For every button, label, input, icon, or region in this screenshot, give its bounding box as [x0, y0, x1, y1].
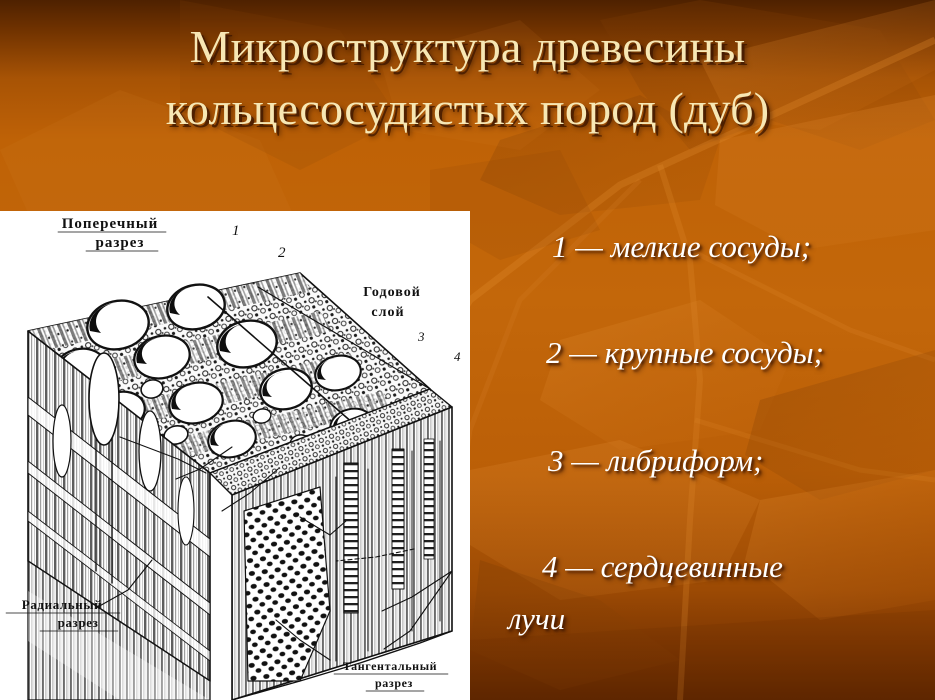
title-line-2: кольцесосудистых пород (дуб) [165, 83, 770, 134]
callout-annual-layer-line2: слой [371, 305, 404, 320]
figure-number-2: 2 [278, 245, 286, 261]
wood-microstructure-figure: Поперечный разрез Годовой слой Радиальны… [0, 211, 470, 700]
figure-number-1: 1 [232, 223, 240, 239]
callout-radial-line1: Радиальный [22, 597, 102, 612]
legend-item-1: 1 — мелкие сосуды; [552, 229, 812, 264]
callout-radial-line2: разрез [58, 615, 99, 630]
legend-item-4-cont: лучи [508, 601, 566, 636]
figure-number-4: 4 [454, 349, 461, 364]
slide-title: Микроструктура древесины кольцесосудисты… [0, 16, 935, 140]
legend-item-2: 2 — крупные сосуды; [546, 335, 825, 370]
callout-tangential-line1: Тангентальный [343, 659, 437, 673]
legend-item-3: 3 — либриформ; [548, 443, 764, 478]
legend-item-4: 4 — сердцевинные [542, 549, 783, 584]
title-line-1: Микроструктура древесины [189, 21, 746, 72]
callout-transverse-line1: Поперечный [62, 216, 159, 232]
callout-tangential-line2: разрез [375, 676, 413, 690]
callout-annual-layer-line1: Годовой [363, 285, 421, 300]
legend-list: 1 — мелкие сосуды; 2 — крупные сосуды; 3… [480, 214, 935, 684]
callout-transverse-line2: разрез [96, 235, 145, 251]
figure-number-3: 3 [417, 329, 425, 344]
